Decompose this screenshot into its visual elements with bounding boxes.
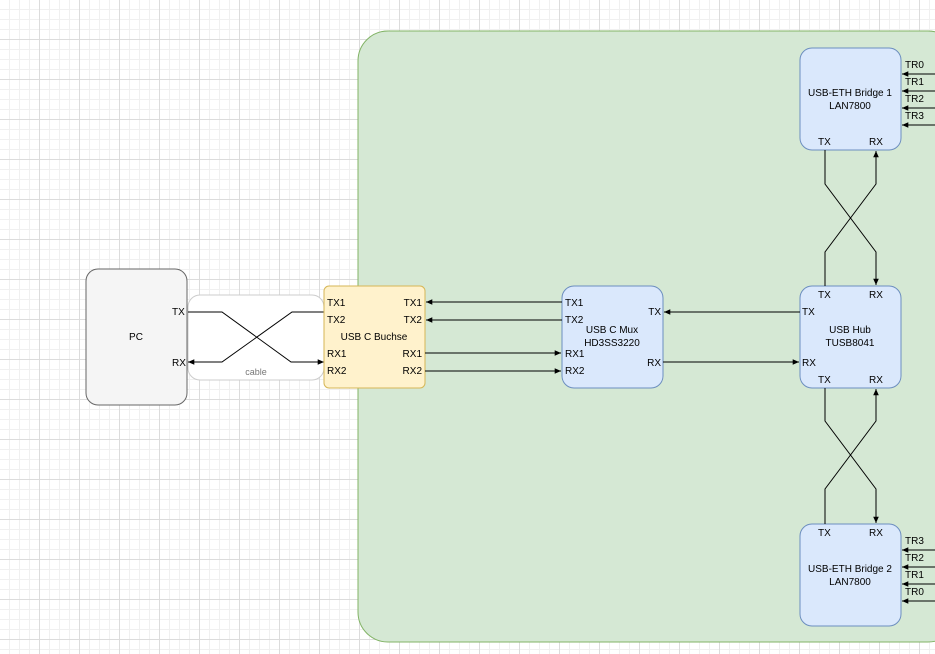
bridge1-name: USB-ETH Bridge 1 [808, 88, 892, 99]
socket-left-rx2: RX2 [327, 366, 347, 377]
hub-name: USB Hub [829, 325, 871, 336]
hub-part: TUSB8041 [826, 338, 875, 349]
bridge1-part: LAN7800 [829, 101, 871, 112]
socket-right-rx2: RX2 [403, 366, 423, 377]
pc-tx-port: TX [172, 307, 185, 318]
socket-right-tx1: TX1 [404, 298, 423, 309]
wire-hub-tx-to-bridge1-rx [824, 151, 879, 286]
wire-bridge2-tx-to-hub-rx [824, 389, 879, 524]
usb-eth-bridge-2-block[interactable]: USB-ETH Bridge 2 LAN7800 TX RX TR3 TR2 T… [799, 523, 924, 627]
bridge1-rx: RX [869, 137, 883, 148]
bridge2-name: USB-ETH Bridge 2 [808, 564, 892, 575]
mux-tx2: TX2 [565, 315, 584, 326]
bridge2-rx: RX [869, 528, 883, 539]
cable-wire-rx [188, 311, 324, 365]
mux-part: HD3SS3220 [584, 338, 640, 349]
usb-c-mux-block[interactable]: USB C Mux HD3SS3220 TX1 TX2 RX1 RX2 TX R… [561, 285, 664, 389]
hub-bottom-rx: RX [869, 375, 883, 386]
socket-right-rx1: RX1 [403, 349, 423, 360]
usb-eth-bridge-1-block[interactable]: USB-ETH Bridge 1 LAN7800 TX RX TR0 TR1 T… [799, 47, 924, 151]
pc-label: PC [129, 332, 143, 343]
bridge1-pair-0: TR0 [905, 60, 924, 71]
mux-rx1: RX1 [565, 349, 585, 360]
bridge1-tx: TX [818, 137, 831, 148]
usb-hub-block[interactable]: USB Hub TUSB8041 TX RX TX RX TX RX [799, 285, 902, 389]
pc-rx-port: RX [172, 358, 186, 369]
mux-rx2: RX2 [565, 366, 585, 377]
hub-left-rx: RX [802, 358, 816, 369]
mux-tx1: TX1 [565, 298, 584, 309]
socket-left-tx1: TX1 [327, 298, 346, 309]
mux-name: USB C Mux [586, 325, 638, 336]
bridge1-pair-3: TR3 [905, 111, 924, 122]
pc-block[interactable]: PC TX RX [85, 268, 188, 406]
hub-left-tx: TX [802, 307, 815, 318]
cable-label: cable [245, 367, 267, 377]
mux-rx: RX [647, 358, 661, 369]
bridge1-pair-2: TR2 [905, 94, 924, 105]
mux-tx: TX [648, 307, 661, 318]
bridge2-tx: TX [818, 528, 831, 539]
bridge2-pair-3: TR0 [905, 587, 924, 598]
socket-right-tx2: TX2 [404, 315, 423, 326]
hub-top-rx: RX [869, 290, 883, 301]
bridge2-part: LAN7800 [829, 577, 871, 588]
usb-c-socket-label: USB C Buchse [341, 332, 408, 343]
hub-top-tx: TX [818, 290, 831, 301]
bridge1-pair-1: TR1 [905, 77, 924, 88]
socket-left-tx2: TX2 [327, 315, 346, 326]
hub-bottom-tx: TX [818, 375, 831, 386]
bridge2-pair-1: TR2 [905, 553, 924, 564]
bridge2-pair-0: TR3 [905, 536, 924, 547]
usb-c-socket-block[interactable]: USB C Buchse TX1 TX2 RX1 RX2 TX1 TX2 RX1… [323, 285, 426, 389]
bridge2-pair-2: TR1 [905, 570, 924, 581]
socket-left-rx1: RX1 [327, 349, 347, 360]
